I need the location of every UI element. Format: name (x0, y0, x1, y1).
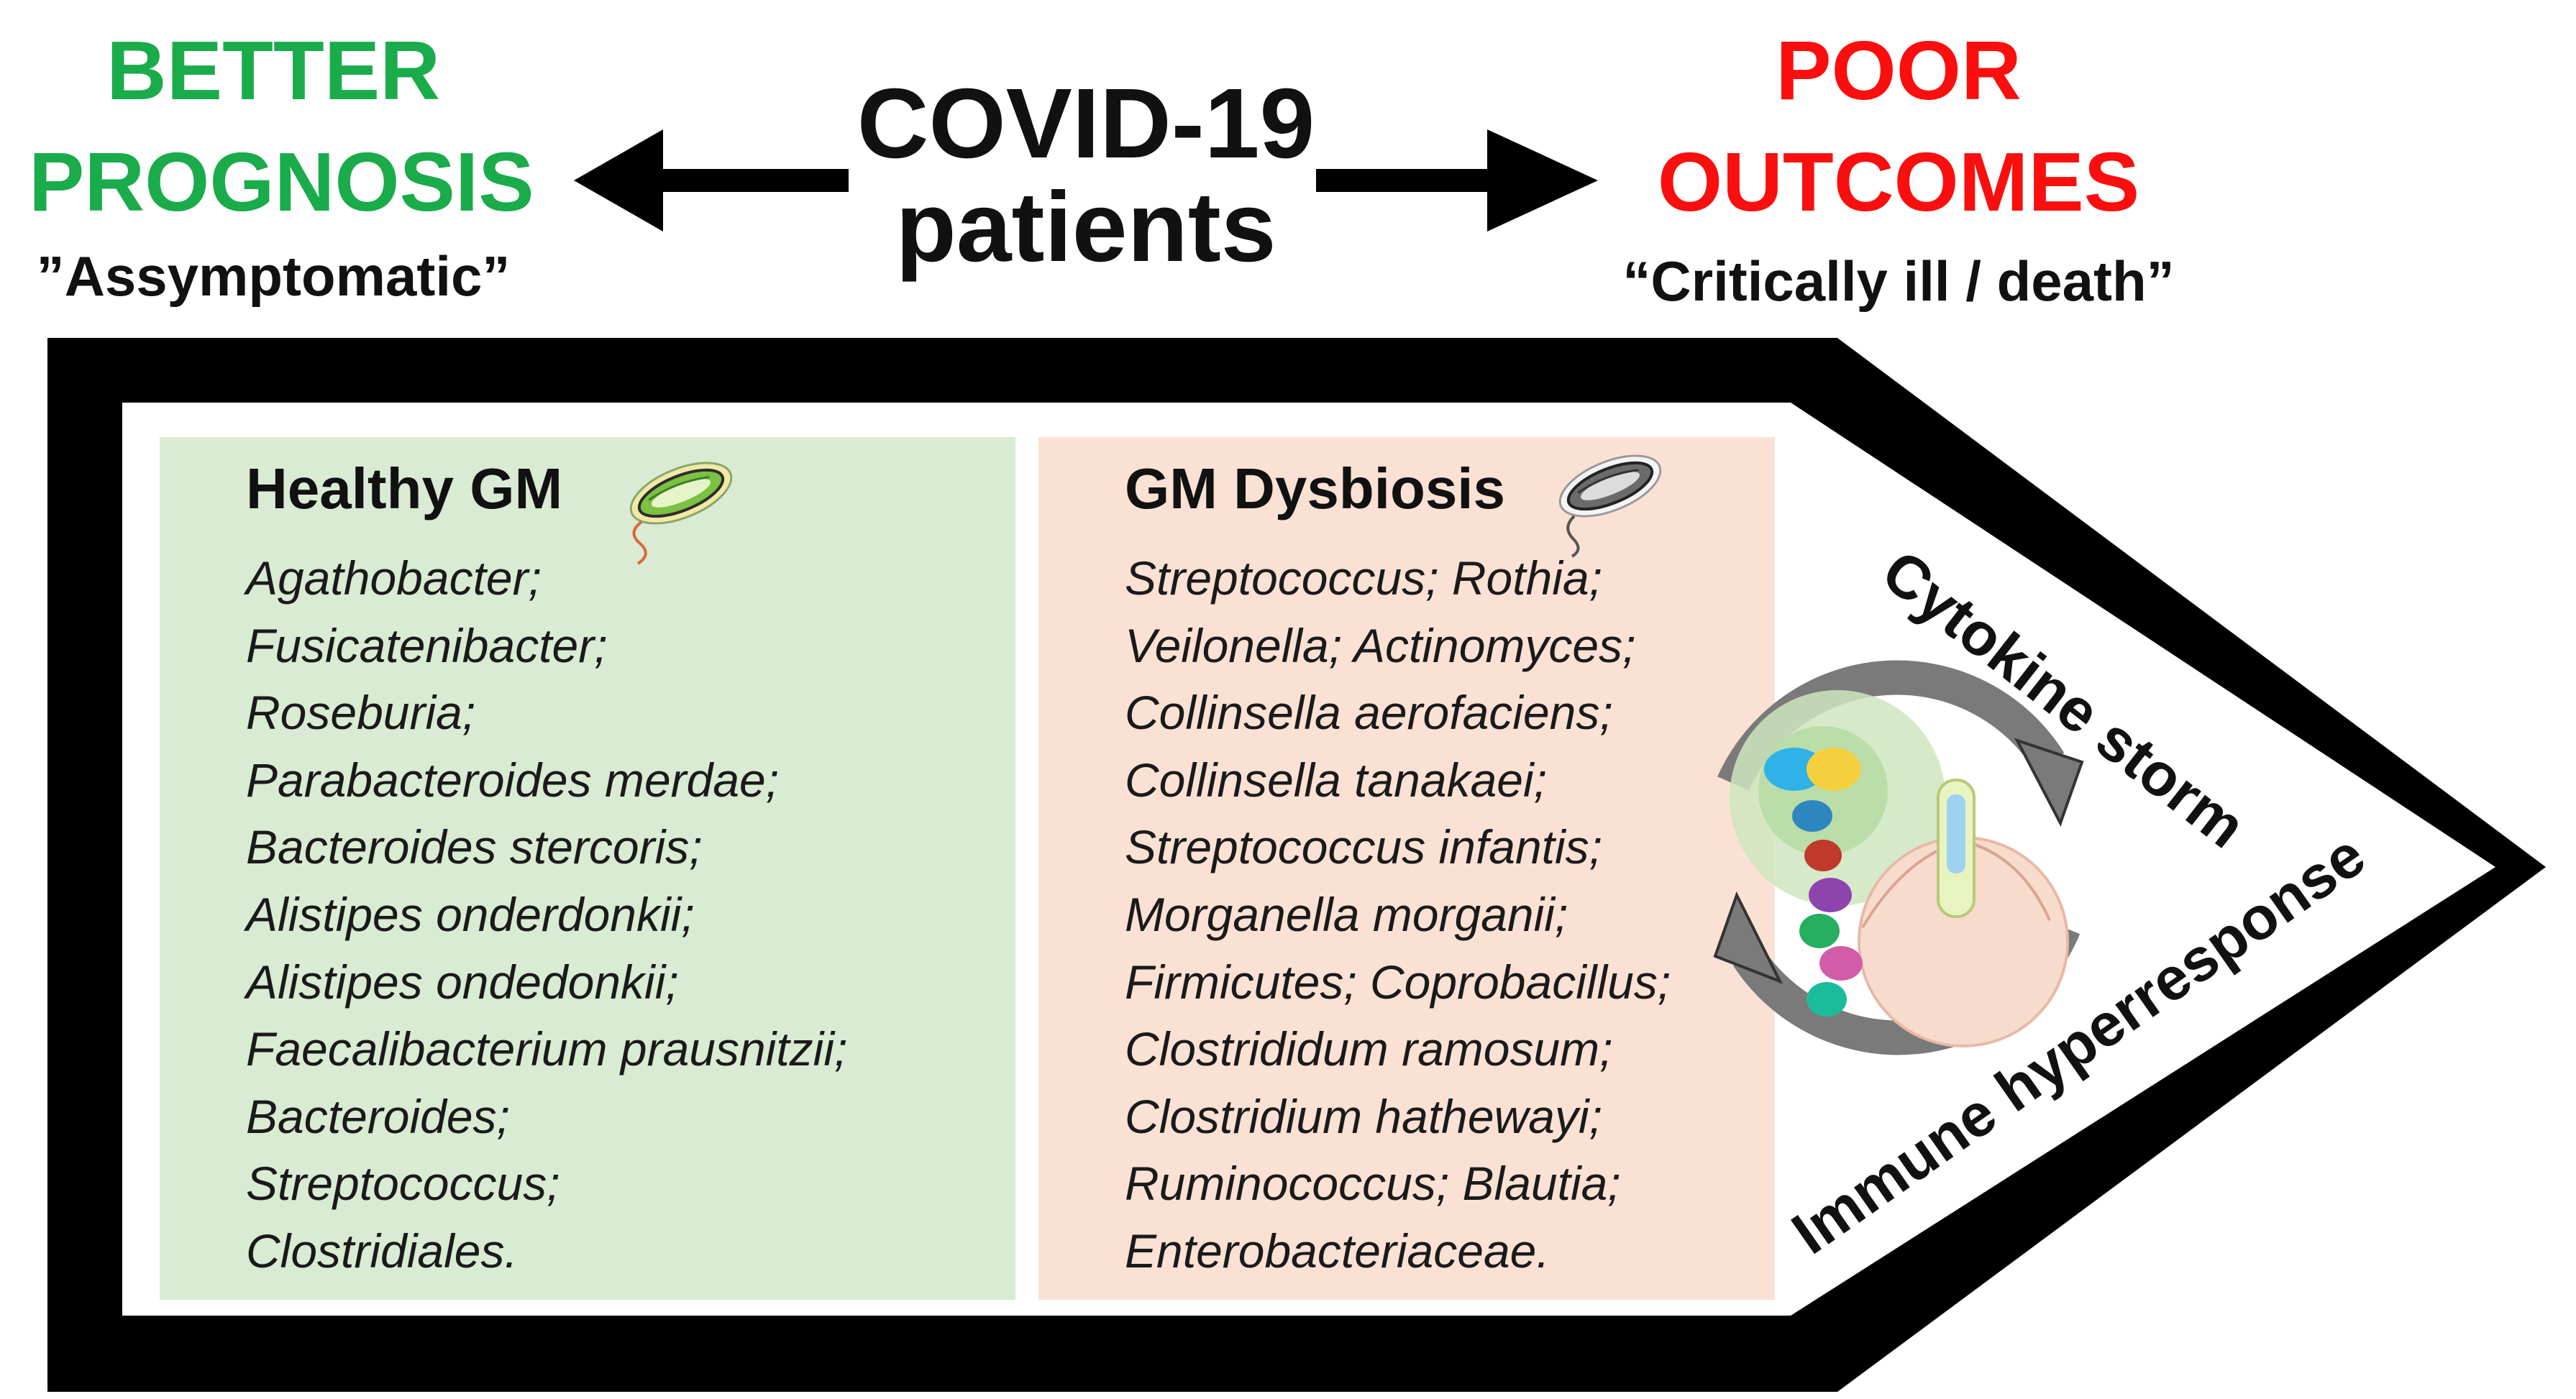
species-item: Ruminococcus; Blautia; (1125, 1157, 1621, 1211)
species-item: Clostridium hathewayi; (1125, 1089, 1602, 1143)
species-item: Collinsella tanakaei; (1125, 753, 1548, 807)
species-item: Agathobacter; (246, 551, 542, 605)
poor-title-line1: POOR (1776, 24, 2022, 117)
species-item: Streptococcus infantis; (1125, 820, 1602, 874)
better-subtitle: ”Assymptomatic” (36, 244, 511, 308)
left-arrow-icon (574, 129, 849, 231)
gm-dysbiosis-panel: GM Dysbiosis Streptococcus; Rothia; Veilo… (1038, 437, 1775, 1300)
healthy-gm-title: Healthy GM (246, 457, 563, 520)
species-item: Parabacteroides merdae; (246, 753, 780, 807)
species-item: Fusicatenibacter; (246, 618, 608, 672)
species-item: Alistipes ondedonkii; (246, 955, 679, 1009)
poor-subtitle: “Critically ill / death” (1622, 249, 2175, 313)
green-bacterium-icon (629, 462, 733, 565)
better-title-line1: BETTER (106, 24, 440, 117)
gray-bacterium-icon (1558, 454, 1662, 558)
healthy-gm-panel: Healthy GM Agathobacter; Fusicatenibacter… (160, 437, 1015, 1300)
species-item: Morganella morganii; (1125, 887, 1568, 941)
species-item: Clostrididum ramosum; (1125, 1022, 1613, 1076)
species-item: Clostridiales. (246, 1224, 518, 1278)
dysbiosis-species-list: Streptococcus; Rothia; Veilonella; Actino… (1125, 545, 1671, 1285)
right-arrow-icon (1316, 129, 1598, 231)
gm-dysbiosis-title: GM Dysbiosis (1125, 457, 1506, 520)
species-item: Firmicutes; Coprobacillus; (1125, 955, 1671, 1009)
species-item: Enterobacteriaceae. (1125, 1224, 1550, 1278)
species-item: Bacteroides; (246, 1089, 510, 1143)
better-title-line2: PROGNOSIS (29, 135, 534, 229)
species-item: Veilonella; Actinomyces; (1125, 618, 1636, 672)
species-item: Streptococcus; Rothia; (1125, 551, 1602, 605)
species-item: Alistipes onderdonkii; (246, 887, 695, 941)
healthy-species-list: Agathobacter; Fusicatenibacter; Roseburia;… (246, 545, 847, 1285)
header-arrows (574, 129, 1598, 231)
species-item: Collinsella aerofaciens; (1125, 686, 1613, 740)
species-item: Streptococcus; (246, 1157, 560, 1211)
center-title-line1: COVID-19 (857, 68, 1315, 179)
immune-cycle-illustration (1713, 660, 2084, 1055)
center-title-line2: patients (895, 172, 1276, 283)
species-item: Bacteroides stercoris; (246, 820, 703, 874)
poor-title-line2: OUTCOMES (1657, 135, 2140, 229)
species-item: Roseburia; (246, 686, 476, 740)
immune-cells-icon (1730, 690, 2069, 1047)
species-item: Faecalibacterium prausnitzii; (246, 1022, 848, 1076)
